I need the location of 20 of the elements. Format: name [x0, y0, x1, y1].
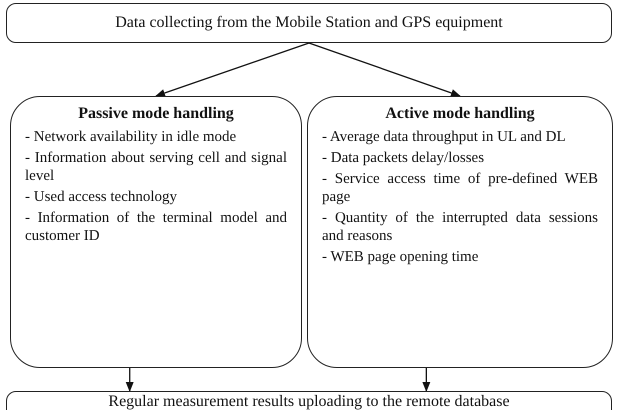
- arrow: [155, 42, 310, 97]
- list-item: - Average data throughput in UL and DL: [322, 128, 567, 146]
- rounded-box: [10, 96, 302, 368]
- arrow: [422, 368, 430, 392]
- list-item: - Network availability in idle mode: [25, 128, 238, 146]
- box-heading: Active mode handling: [384, 105, 536, 123]
- list-item: - WEB page opening time: [322, 248, 480, 266]
- box-heading: Passive mode handling: [77, 105, 235, 123]
- list-item: - Used access technology: [25, 188, 178, 206]
- rounded-box: [307, 96, 613, 368]
- arrow: [126, 368, 134, 392]
- list-item: - Information of the terminal model and customer ID: [25, 209, 287, 245]
- list-item: - Service access time of pre-defined WEB page: [322, 170, 598, 206]
- process-box: [6, 3, 612, 43]
- box-text: Data collecting from the Mobile Station and GPS equipment: [114, 14, 504, 32]
- arrow: [308, 42, 461, 97]
- list-item: - Quantity of the interrupted data sessions and reasons: [322, 209, 598, 245]
- box-text: Regular measurement results uploading to the remote database: [107, 393, 511, 410]
- list-item: - Information about serving cell and signal level: [25, 149, 287, 185]
- list-item: - Data packets delay/losses: [322, 149, 486, 167]
